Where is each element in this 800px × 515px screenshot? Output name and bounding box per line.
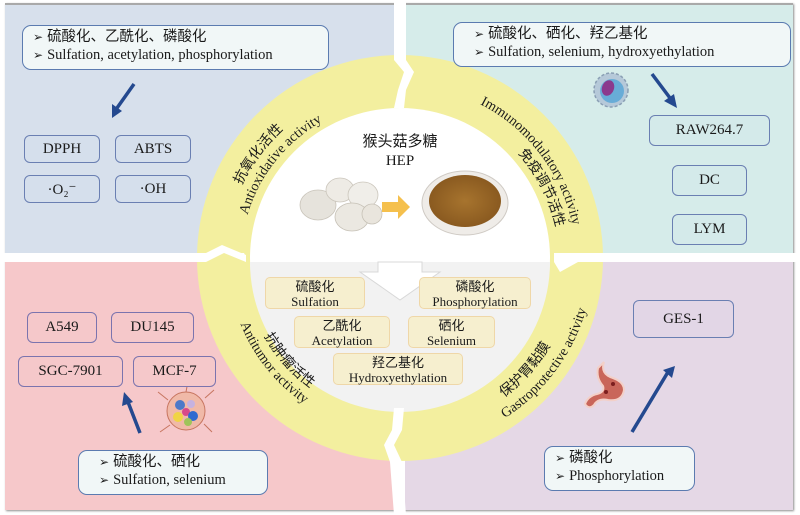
target-a549: A549	[27, 312, 97, 343]
bullet-icon: ➢	[555, 469, 566, 483]
mod-en: Acetylation	[311, 333, 373, 348]
target-mcf-7: MCF-7	[133, 356, 216, 387]
modification-phosphorylation: 磷酸化 Phosphorylation	[419, 277, 531, 309]
mod-en: Phosphorylation	[432, 294, 518, 309]
bullet-icon: ➢	[99, 455, 110, 469]
mod-cn: 硒化	[438, 318, 465, 333]
arrows	[112, 72, 677, 434]
yellow-arrow-icon	[382, 195, 410, 219]
modification-acetylation: 乙酰化 Acetylation	[294, 316, 390, 348]
separator-right-band	[554, 253, 800, 272]
target-dc: DC	[672, 165, 747, 196]
methods-en: Phosphorylation	[569, 468, 665, 484]
methods-box-gastroprotective: ➢磷酸化 ➢Phosphorylation	[544, 446, 695, 491]
powder-bowl-image	[421, 170, 509, 236]
mod-en: Selenium	[426, 333, 477, 348]
target-du145: DU145	[111, 312, 194, 343]
arrow-top-left	[115, 82, 136, 110]
mod-en: Hydroxyethylation	[348, 370, 448, 385]
arrow-bottom-left	[126, 401, 142, 434]
arrow-bottom-right	[630, 371, 670, 433]
mod-cn: 羟乙基化	[371, 355, 424, 370]
separator-top	[394, 0, 414, 108]
methods-cn: 硫酸化、硒化	[113, 454, 201, 470]
mod-cn: 硫酸化	[295, 279, 335, 294]
methods-cn: 硫酸化、硒化、羟乙基化	[488, 26, 648, 42]
separator-bottom	[384, 408, 406, 515]
bullet-icon: ➢	[33, 48, 44, 62]
target-dpph: DPPH	[24, 135, 100, 163]
bullet-icon: ➢	[99, 473, 110, 487]
target-ges-1: GES-1	[633, 300, 734, 338]
modification-selenium: 硒化 Selenium	[408, 316, 495, 348]
methods-cn: 磷酸化	[569, 450, 613, 466]
center-title-cn: 猴头菇多糖	[362, 134, 438, 150]
mod-cn: 磷酸化	[455, 279, 495, 294]
mod-cn: 乙酰化	[322, 318, 362, 333]
bullet-icon: ➢	[555, 451, 566, 465]
immune-cell-icon	[593, 72, 629, 108]
mod-en: Sulfation	[291, 294, 339, 309]
methods-box-antioxidative: ➢硫酸化、乙酰化、磷酸化 ➢Sulfation, acetylation, ph…	[22, 25, 329, 70]
target-superoxide: ·O₂⁻	[24, 175, 100, 203]
stomach-icon	[583, 361, 626, 409]
arrow-top-right	[650, 72, 672, 100]
bullet-icon: ➢	[33, 30, 44, 44]
target-lym: LYM	[672, 214, 747, 245]
methods-box-antitumor: ➢硫酸化、硒化 ➢Sulfation, selenium	[78, 450, 268, 495]
methods-cn: 硫酸化、乙酰化、磷酸化	[47, 29, 207, 45]
center-title-en: HEP	[385, 153, 415, 169]
target-hydroxyl: ·OH	[115, 175, 191, 203]
methods-en: Sulfation, selenium, hydroxyethylation	[488, 44, 715, 60]
methods-en: Sulfation, selenium	[113, 472, 226, 488]
modification-hydroxyethylation: 羟乙基化 Hydroxyethylation	[333, 353, 463, 385]
bullet-icon: ➢	[474, 27, 485, 41]
methods-en: Sulfation, acetylation, phosphorylation	[47, 47, 273, 63]
target-abts: ABTS	[115, 135, 191, 163]
separator-left-band	[0, 245, 246, 262]
bullet-icon: ➢	[474, 45, 485, 59]
tumor-cell-icon	[157, 380, 215, 433]
center-title: 猴头菇多糖 HEP	[330, 133, 470, 171]
target-sgc-7901: SGC-7901	[18, 356, 123, 387]
target-raw264-7: RAW264.7	[649, 115, 770, 146]
methods-box-immunomodulatory: ➢硫酸化、硒化、羟乙基化 ➢Sulfation, selenium, hydro…	[453, 22, 791, 67]
modification-sulfation: 硫酸化 Sulfation	[265, 277, 365, 309]
mushroom-image	[299, 177, 383, 232]
